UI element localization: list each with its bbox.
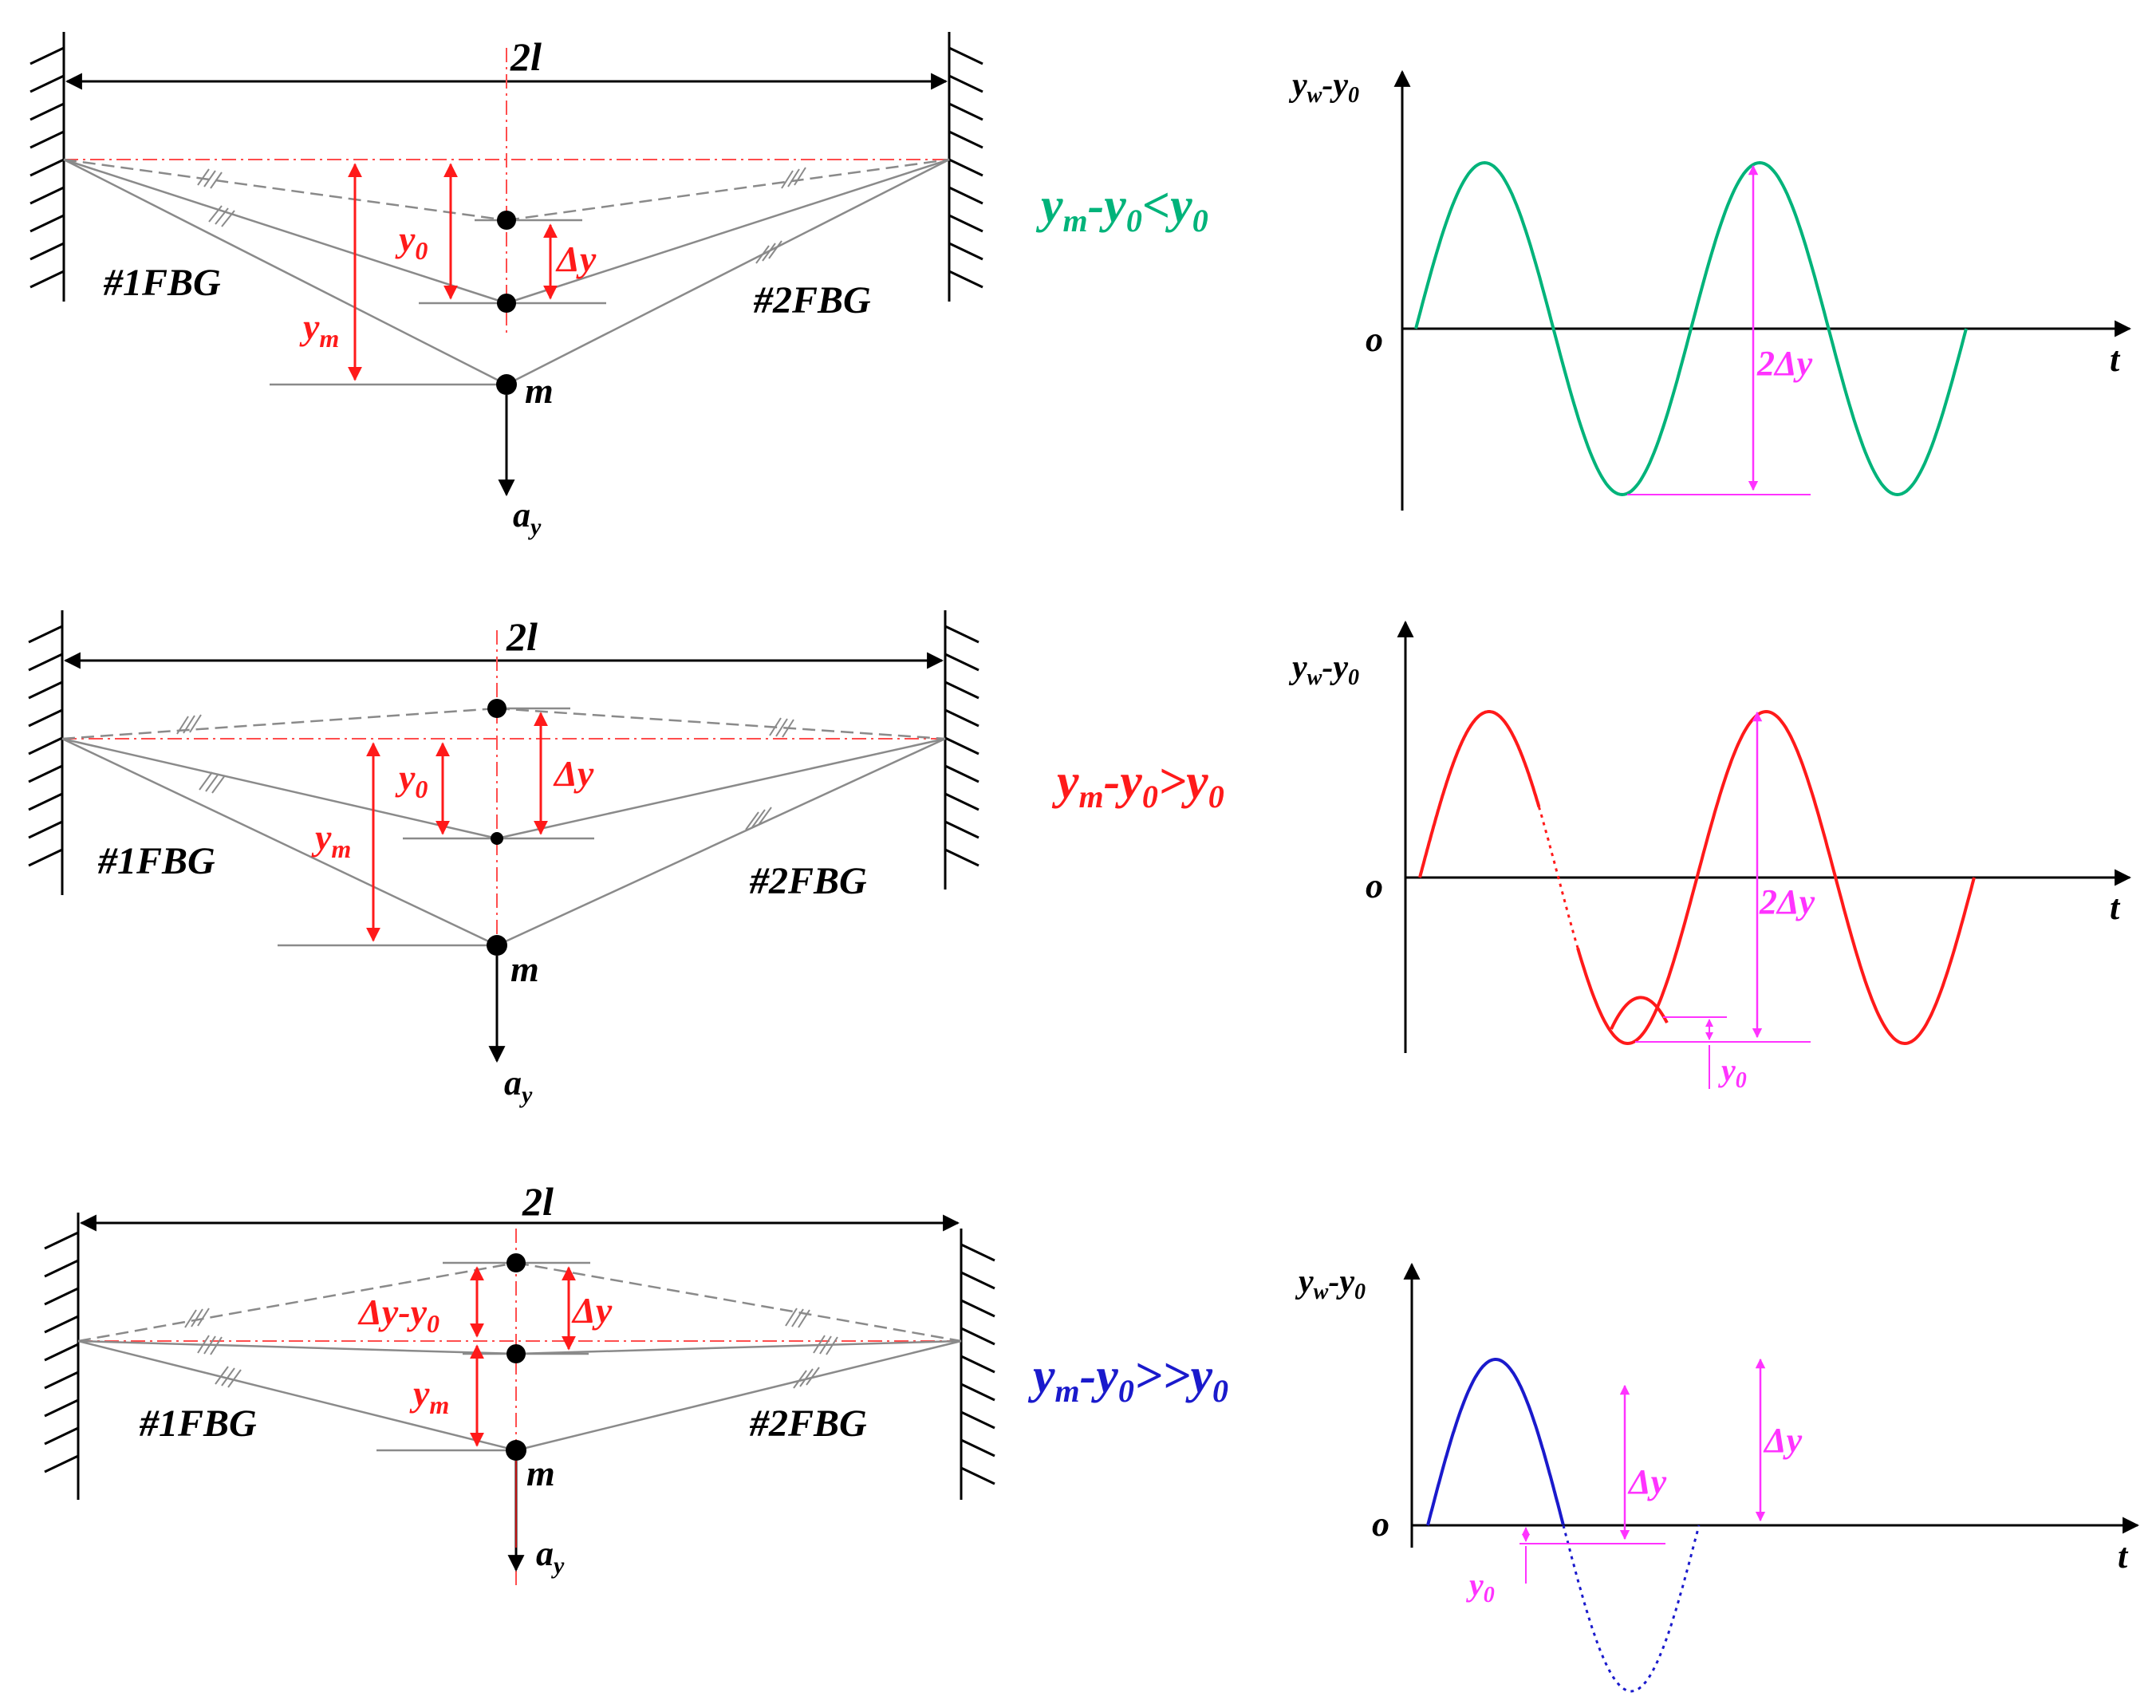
delta-y-label: Δy (571, 1290, 613, 1331)
fbg1-label: #1FBG (103, 262, 221, 304)
mass-m (506, 1440, 526, 1461)
mass-m (496, 374, 517, 395)
signal-curve-dotted (1537, 806, 1579, 949)
amplitude-label: 2Δy (1759, 882, 1815, 921)
response-graph-2: yw-y0 o t 2Δy y0 (1288, 620, 2132, 1093)
t-label: t (2118, 1536, 2129, 1576)
mass-upper (487, 699, 506, 718)
fbg1-label: #1FBG (97, 840, 215, 882)
signal-curve-dotted (1562, 1525, 1701, 1693)
fbg-grating-marks (176, 714, 794, 830)
mass-upper (497, 211, 516, 230)
right-wall (960, 1229, 995, 1500)
mass-upper (506, 1253, 526, 1272)
panel-2: 2l (28, 610, 2132, 1108)
accel-label: ay (513, 495, 542, 540)
signal-curve (1418, 709, 1976, 1046)
delta-y-label-2: Δy (1763, 1421, 1803, 1460)
mass-label: m (526, 1453, 555, 1493)
beam-diagram-3: 2l (44, 1179, 995, 1588)
ym-label: ym (409, 1373, 449, 1419)
mass-m (487, 935, 507, 956)
condition-label-3: ym-y0>>y0 (1027, 1349, 1228, 1409)
signal-bump (1610, 996, 1669, 1030)
origin-label: o (1372, 1505, 1389, 1544)
mass-middle (491, 832, 503, 845)
accel-label: ay (536, 1534, 565, 1579)
span-label: 2l (522, 1179, 554, 1224)
delta-y-label: Δy (555, 239, 597, 279)
left-wall (28, 610, 64, 895)
delta-y-label: Δy (553, 753, 594, 794)
response-graph-3: yw-y0 o t y0 Δy Δy (1295, 1262, 2140, 1693)
t-label: t (2110, 888, 2121, 927)
fbg2-label: #2FBG (749, 860, 867, 902)
signal-curve (1414, 160, 1968, 497)
right-wall (944, 610, 979, 890)
fiber-lines (63, 158, 950, 386)
mass-label: m (510, 949, 539, 989)
accel-label: ay (504, 1063, 533, 1108)
fbg1-label: #1FBG (139, 1402, 257, 1445)
left-wall (44, 1213, 80, 1500)
fbg-grating-marks (184, 1308, 838, 1389)
panel-3: 2l (44, 1179, 2140, 1693)
right-wall (948, 32, 983, 302)
y0-label: y0 (1718, 1052, 1747, 1093)
fiber-lines (77, 1261, 962, 1452)
beam-diagram-2: 2l (28, 610, 979, 1108)
panel-1: 2l (30, 32, 2132, 540)
delta-y-label-1: Δy (1627, 1462, 1667, 1501)
span-label: 2l (506, 614, 538, 659)
ym-label: ym (299, 306, 339, 353)
mass-middle (506, 1344, 526, 1363)
condition-label-2: ym-y0>y0 (1051, 755, 1224, 815)
fbg2-label: #2FBG (753, 279, 871, 321)
span-label: 2l (510, 34, 542, 79)
response-graph-1: yw-y0 o t 2Δy (1288, 67, 2132, 511)
left-wall (30, 32, 65, 302)
fbg-grating-marks (197, 167, 806, 264)
dy-minus-y0-label: Δy-y0 (357, 1292, 439, 1338)
y0-label: y0 (395, 757, 428, 803)
y-axis-label: yw-y0 (1295, 1264, 1366, 1304)
mass-label: m (525, 370, 554, 411)
condition-label-1: ym-y0<y0 (1035, 179, 1208, 239)
fbg2-label: #2FBG (749, 1402, 867, 1445)
y-axis-label: yw-y0 (1288, 67, 1359, 108)
origin-label: o (1366, 320, 1383, 359)
amplitude-label: 2Δy (1756, 344, 1813, 383)
y0-label: y0 (395, 219, 428, 265)
y-axis-label: yw-y0 (1288, 649, 1359, 690)
beam-diagram-1: 2l (30, 32, 983, 540)
ym-label: ym (311, 817, 351, 863)
y0-label: y0 (1466, 1567, 1495, 1607)
t-label: t (2110, 340, 2121, 379)
signal-curve (1428, 1359, 1563, 1544)
origin-label: o (1366, 866, 1383, 905)
mass-middle (497, 294, 516, 313)
fiber-lines (61, 707, 946, 947)
